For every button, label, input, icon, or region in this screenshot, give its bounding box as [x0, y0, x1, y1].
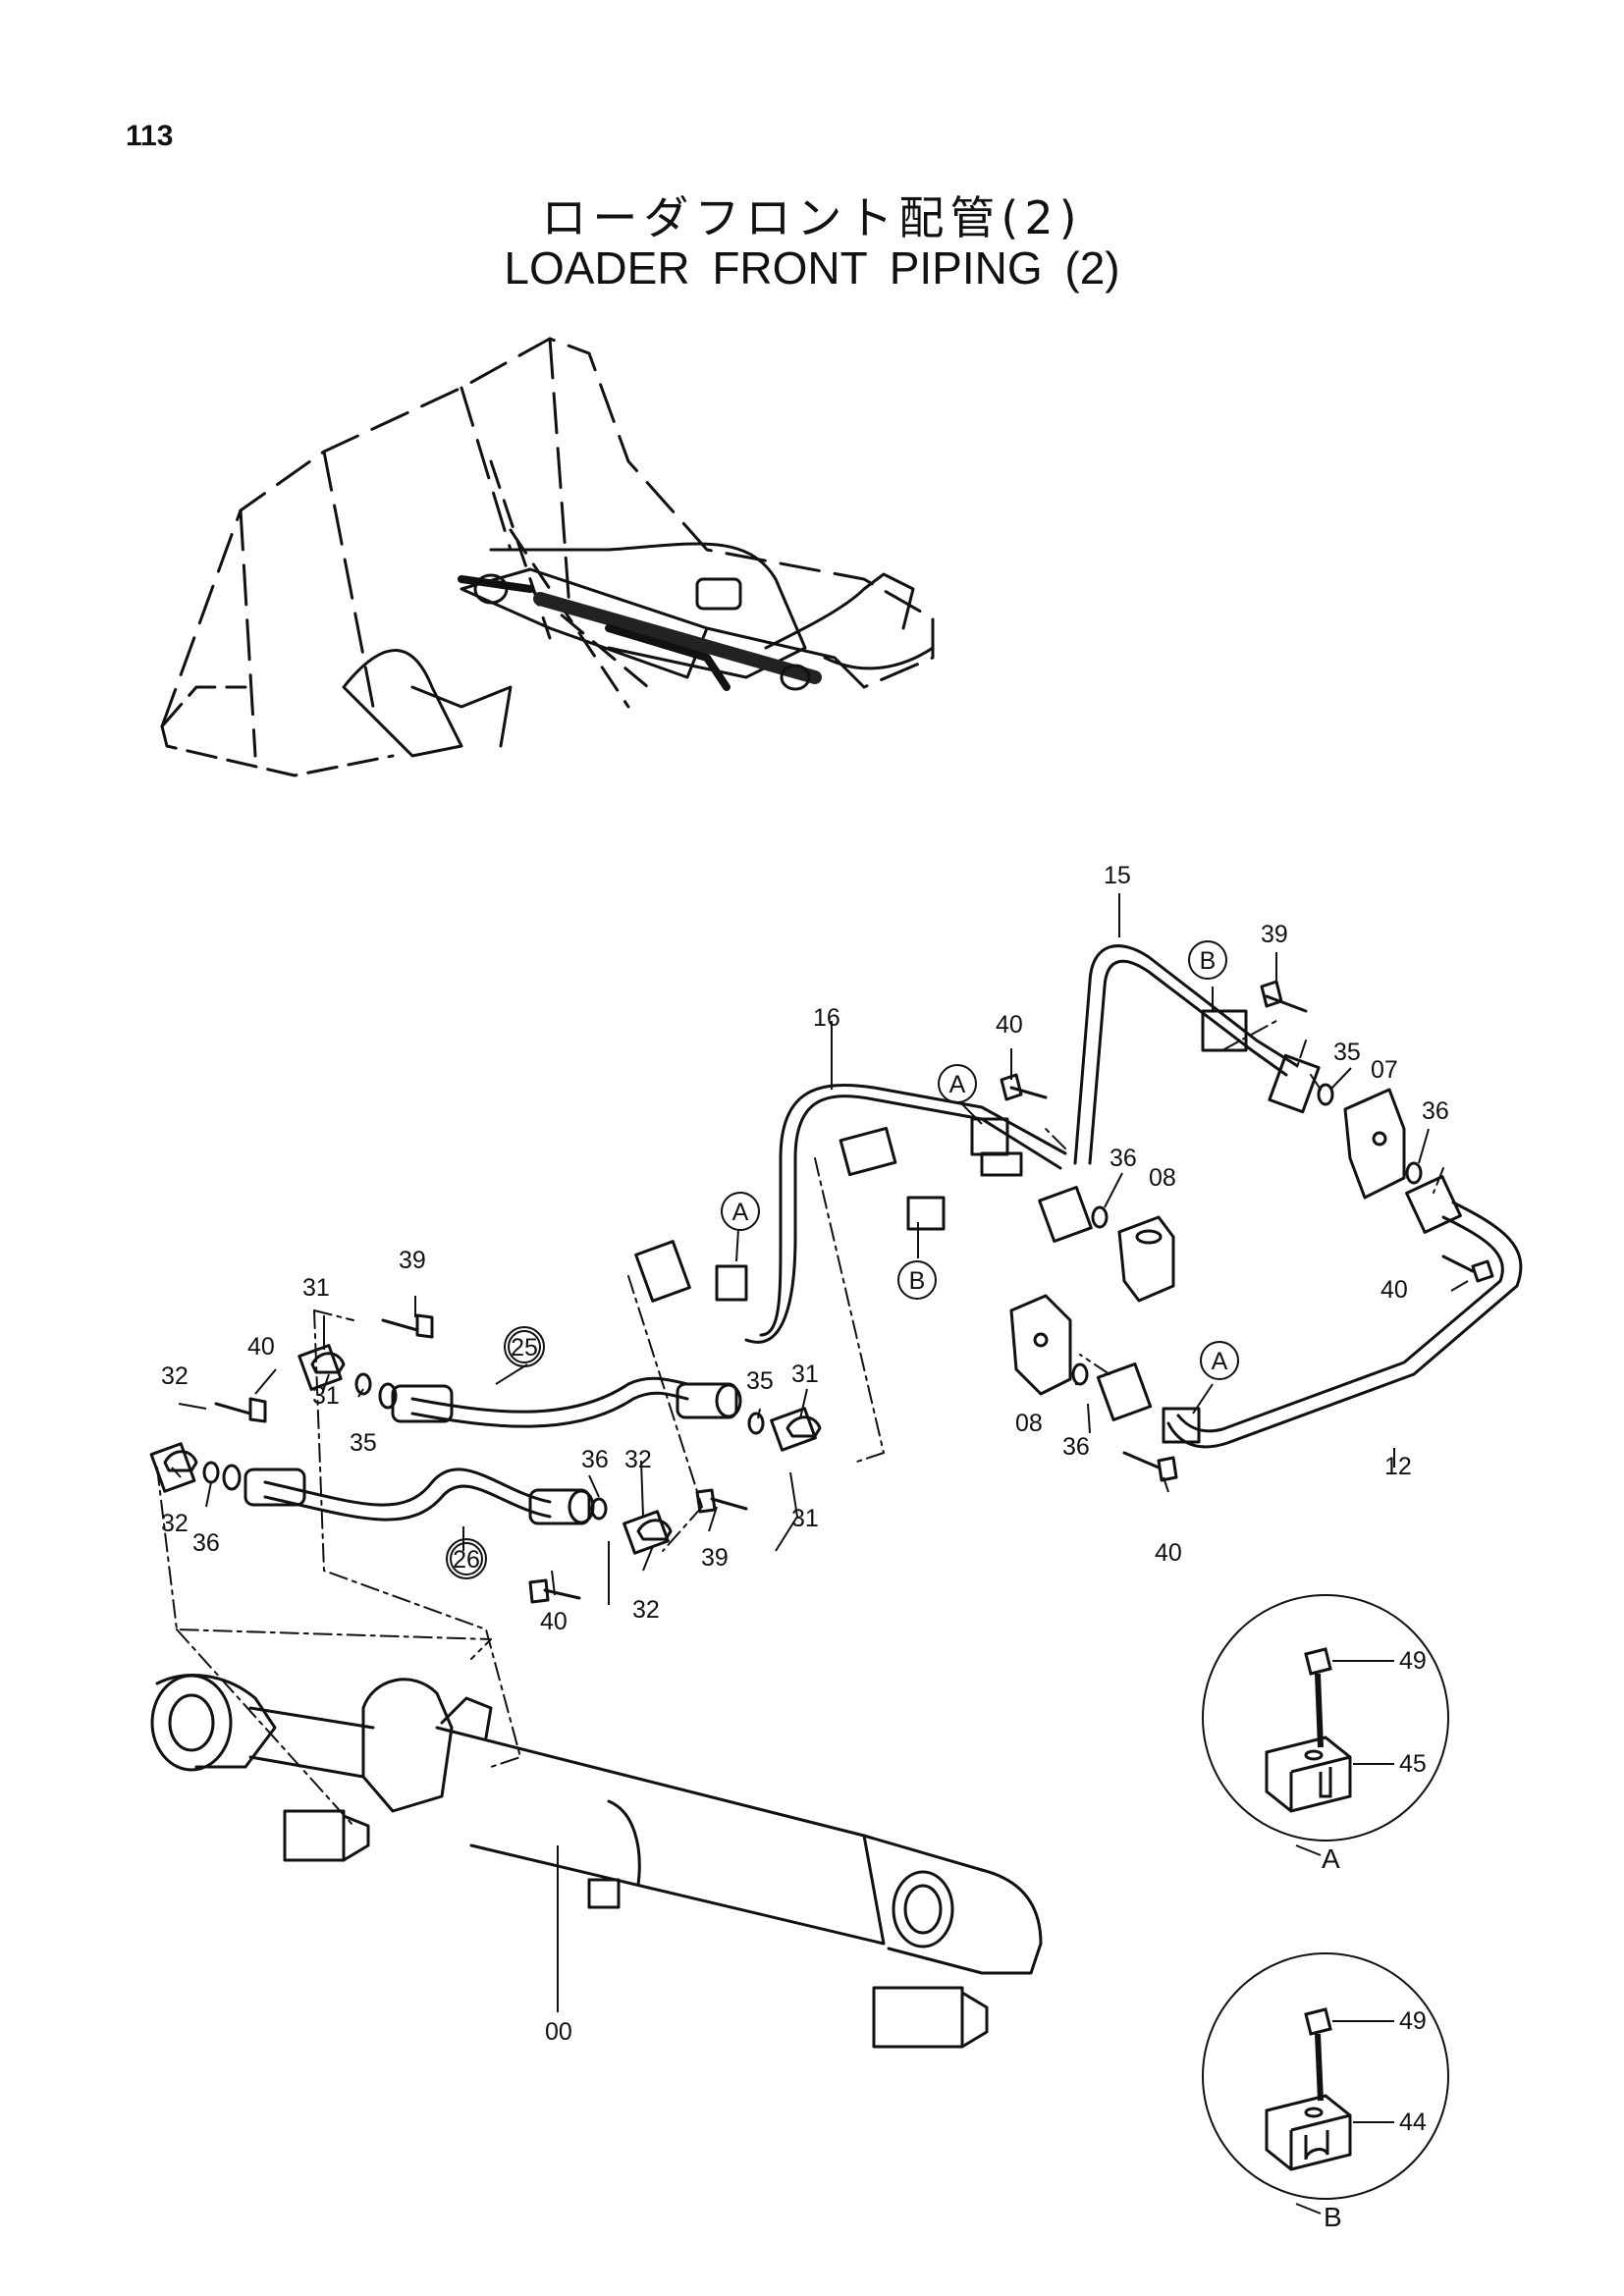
- callout-32: 32: [161, 1362, 189, 1390]
- callout-39: 39: [701, 1544, 729, 1572]
- callout-49: 49: [1399, 1647, 1427, 1675]
- detail-b: 49 44 B: [1202, 1952, 1449, 2232]
- callout-36: 36: [581, 1446, 609, 1473]
- callout-40: 40: [996, 1011, 1023, 1039]
- page-title-english: LOADER FRONT PIPING (2): [504, 242, 1120, 294]
- detail-a: 49 45 A: [1202, 1594, 1449, 1874]
- callout-32: 32: [161, 1510, 189, 1537]
- callout-39: 39: [1261, 921, 1288, 948]
- callout-31: 31: [302, 1274, 330, 1302]
- pipe-12: [1166, 1201, 1523, 1449]
- callout-40: 40: [540, 1608, 568, 1635]
- callout-49: 49: [1399, 2007, 1427, 2035]
- callout-08: 08: [1149, 1164, 1176, 1192]
- pipe-16: [744, 1095, 1062, 1344]
- callout-35: 35: [350, 1429, 377, 1457]
- detail-b-label: B: [1324, 2202, 1342, 2232]
- hose-26: [263, 1468, 552, 1507]
- callout-36: 36: [1422, 1097, 1449, 1125]
- callout-35: 35: [1333, 1039, 1361, 1066]
- callout-40: 40: [1380, 1276, 1408, 1304]
- circled-callout-a: A: [949, 1071, 966, 1098]
- callout-31: 31: [791, 1361, 819, 1388]
- callout-35: 35: [746, 1367, 774, 1395]
- circled-callout-a: A: [732, 1199, 749, 1226]
- block-08b: [1009, 1294, 1072, 1396]
- callout-40: 40: [1155, 1539, 1182, 1567]
- callout-31: 31: [312, 1382, 340, 1410]
- callout-07: 07: [1371, 1056, 1398, 1084]
- circled-callout-b: B: [909, 1267, 926, 1295]
- callout-44: 44: [1399, 2109, 1427, 2136]
- page-number: 113: [126, 120, 174, 152]
- callout-39: 39: [399, 1247, 426, 1274]
- circled-callout-b: B: [1200, 947, 1217, 975]
- circled-callout-25: 25: [511, 1334, 538, 1362]
- callout-32: 32: [624, 1446, 652, 1473]
- pipe-15: [1073, 944, 1298, 1165]
- callout-00: 00: [545, 2018, 572, 2046]
- circled-callout-26: 26: [453, 1546, 480, 1574]
- loader-overview-sketch: [160, 337, 935, 777]
- callout-40: 40: [247, 1333, 275, 1361]
- block-07: [1343, 1088, 1406, 1200]
- callout-36: 36: [192, 1529, 220, 1557]
- callout-31: 31: [791, 1505, 819, 1532]
- callout-16: 16: [813, 1004, 840, 1032]
- callout-32: 32: [632, 1596, 660, 1624]
- callout-08: 08: [1015, 1410, 1043, 1437]
- callout-36: 36: [1110, 1145, 1137, 1172]
- callout-45: 45: [1399, 1750, 1427, 1778]
- block-08a: [1117, 1215, 1175, 1303]
- callout-36: 36: [1062, 1433, 1090, 1461]
- callout-12: 12: [1384, 1453, 1412, 1480]
- callout-15: 15: [1104, 862, 1131, 889]
- page-title-japanese: ローダフロント配管(2): [541, 191, 1083, 244]
- circled-callout-a: A: [1212, 1348, 1228, 1375]
- detail-a-label: A: [1322, 1843, 1340, 1874]
- loader-cylinder: [150, 1674, 1043, 2049]
